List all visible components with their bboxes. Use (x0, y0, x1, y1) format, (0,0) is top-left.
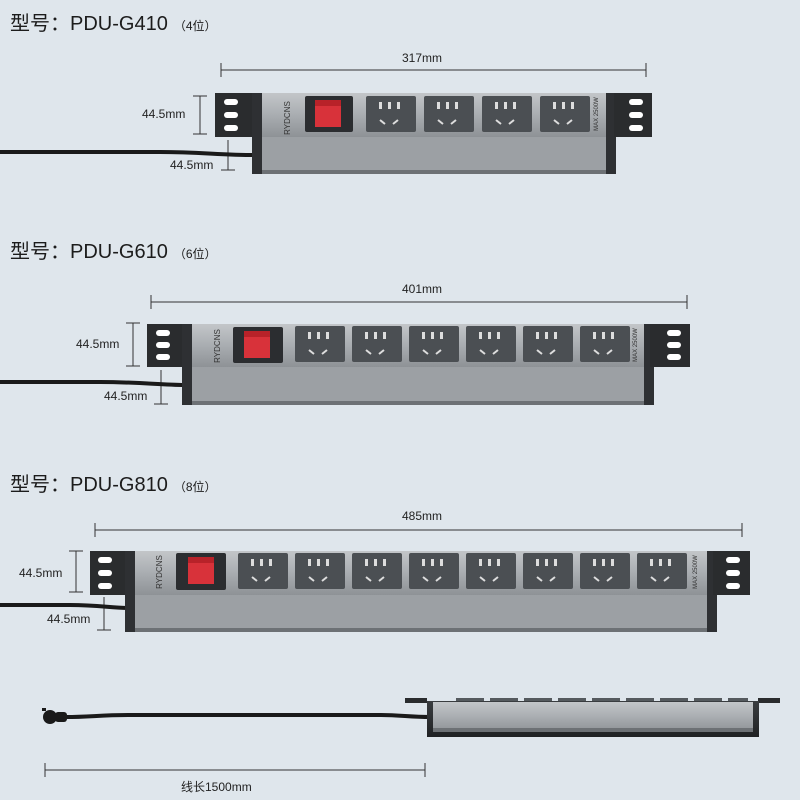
socket-outlet[interactable] (580, 553, 630, 589)
mounting-bracket-right (614, 93, 652, 137)
socket-outlet[interactable] (352, 553, 402, 589)
power-switch[interactable] (233, 327, 283, 363)
socket-outlet[interactable] (580, 326, 630, 362)
socket-outlet[interactable] (409, 326, 459, 362)
socket-outlet[interactable] (366, 96, 416, 132)
pdu-g610: RYDCNS (0, 295, 690, 405)
socket-outlet[interactable] (295, 326, 345, 362)
pdu-housing (433, 702, 753, 732)
height-label-2: 44.5mm (76, 337, 120, 351)
mounting-bracket-right (650, 324, 690, 367)
power-cord (0, 380, 186, 387)
socket-outlet[interactable] (482, 96, 532, 132)
socket-count: （8位） (173, 480, 217, 494)
socket-row (366, 96, 590, 132)
pdu-side-view (42, 698, 780, 777)
height-dimension-line (126, 322, 168, 405)
model-prefix: 型号： (10, 241, 70, 263)
rating-label: MAX 2500W (633, 328, 639, 362)
model-title-1: 型号：PDU-G410 （4位） (10, 7, 217, 36)
model-name: PDU-G610 (70, 241, 168, 263)
model-prefix: 型号： (10, 474, 70, 496)
rating-label: MAX 2500W (594, 97, 600, 131)
mounting-bracket-left (90, 551, 130, 595)
height-label-3: 44.5mm (19, 566, 63, 580)
socket-outlet[interactable] (238, 553, 288, 589)
power-cord (0, 603, 129, 610)
brand-label: RYDCNS (213, 329, 222, 363)
socket-outlet[interactable] (637, 553, 687, 589)
model-name: PDU-G410 (70, 13, 168, 35)
model-title-3: 型号：PDU-G810 （8位） (10, 468, 217, 497)
depth-label-1: 44.5mm (170, 158, 214, 172)
brand-label: RYDCNS (283, 101, 292, 135)
mounting-bracket-left (147, 324, 187, 367)
pdu-g410: RYDCNS (0, 63, 652, 174)
length-label-2: 401mm (402, 282, 443, 296)
power-switch[interactable] (305, 96, 353, 132)
socket-count: （6位） (173, 247, 217, 261)
length-label-3: 485mm (402, 509, 443, 523)
model-title-2: 型号：PDU-G610 （6位） (10, 235, 217, 264)
socket-outlet[interactable] (295, 553, 345, 589)
socket-outlet[interactable] (540, 96, 590, 132)
pdu-g810: RYDCNS (0, 523, 750, 632)
model-name: PDU-G810 (70, 474, 168, 496)
length-dimension-line (150, 295, 688, 309)
length-dimension-line (94, 523, 743, 537)
height-label-1: 44.5mm (142, 107, 186, 121)
socket-outlet[interactable] (409, 553, 459, 589)
power-cord (65, 713, 431, 719)
socket-row (238, 553, 687, 589)
length-label-1: 317mm (402, 51, 443, 65)
power-switch[interactable] (176, 553, 226, 590)
depth-label-3: 44.5mm (47, 612, 91, 626)
power-plug (42, 708, 67, 724)
mounting-bracket-right (713, 551, 750, 595)
socket-outlet[interactable] (424, 96, 474, 132)
socket-outlet[interactable] (352, 326, 402, 362)
height-dimension-line (69, 550, 111, 631)
cable-length-label: 线长1500mm (181, 780, 252, 794)
rating-label: MAX 2500W (693, 555, 699, 589)
socket-row (295, 326, 630, 362)
socket-outlet[interactable] (466, 326, 516, 362)
power-cord (0, 150, 256, 157)
cable-length-dimension (44, 763, 426, 777)
depth-label-2: 44.5mm (104, 389, 148, 403)
brand-label: RYDCNS (155, 555, 164, 589)
mounting-bracket-left (215, 93, 255, 137)
model-prefix: 型号： (10, 13, 70, 35)
socket-outlet[interactable] (523, 326, 573, 362)
socket-outlet[interactable] (523, 553, 573, 589)
socket-count: （4位） (173, 19, 217, 33)
socket-outlet[interactable] (466, 553, 516, 589)
length-dimension-line (220, 63, 647, 77)
